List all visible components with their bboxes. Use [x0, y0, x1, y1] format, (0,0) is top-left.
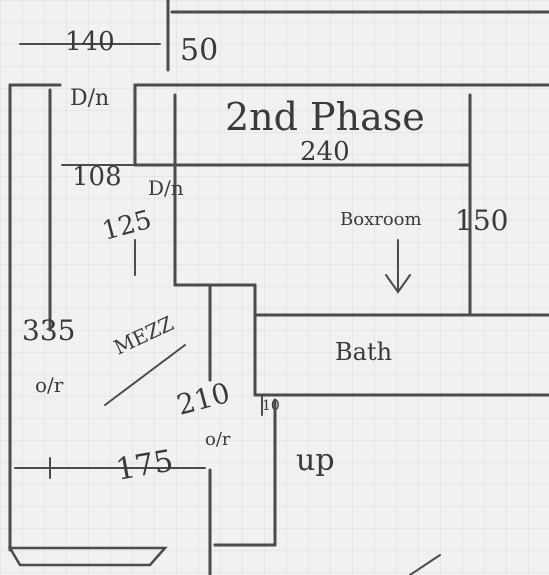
dim-140: 140: [65, 27, 115, 57]
bath-label: Bath: [335, 338, 392, 366]
dim-150: 150: [455, 204, 508, 237]
title-label: 2nd Phase: [225, 95, 425, 139]
dim-10: 10: [262, 398, 280, 414]
note-dn-mid: D/n: [148, 176, 184, 200]
note-or-bottom: o/r: [205, 429, 231, 450]
dim-50: 50: [180, 33, 218, 68]
note-dn-top: D/n: [70, 86, 109, 111]
mezz-slash: [104, 344, 186, 406]
dim-335: 335: [22, 314, 75, 347]
note-or-left: o/r: [35, 373, 64, 397]
down-arrow-icon: [385, 239, 411, 294]
corner-mark: [409, 554, 441, 575]
dim-108: 108: [72, 162, 122, 192]
note-up: up: [296, 443, 335, 478]
bottom-platform: [7, 546, 168, 567]
boxroom-label: Boxroom: [340, 209, 422, 230]
wall-lines: [7, 0, 549, 575]
dim-240: 240: [300, 137, 350, 167]
